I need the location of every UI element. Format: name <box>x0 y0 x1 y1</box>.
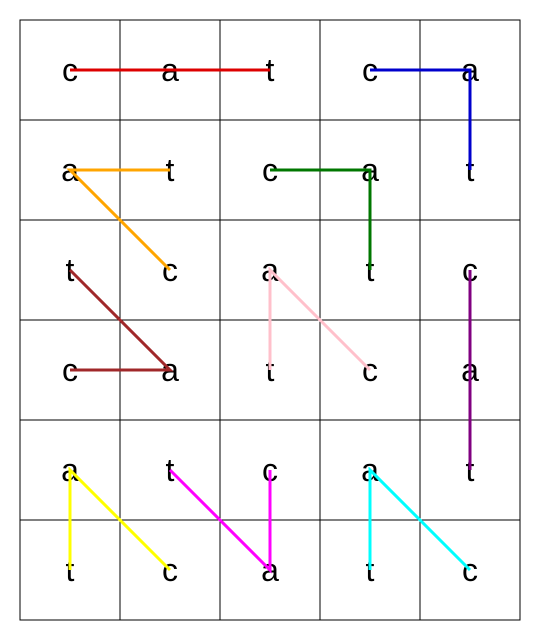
found-word-line <box>66 168 172 272</box>
found-word-paths <box>66 68 472 574</box>
found-word-line <box>68 466 172 572</box>
found-word-line <box>68 268 174 372</box>
found-word-line <box>268 266 372 372</box>
found-word-line <box>368 466 472 572</box>
cell-letter: t <box>166 152 175 188</box>
found-word-line <box>168 468 272 574</box>
cell-letter: t <box>266 52 275 88</box>
found-word-line <box>270 168 372 270</box>
found-word-line <box>370 68 472 170</box>
